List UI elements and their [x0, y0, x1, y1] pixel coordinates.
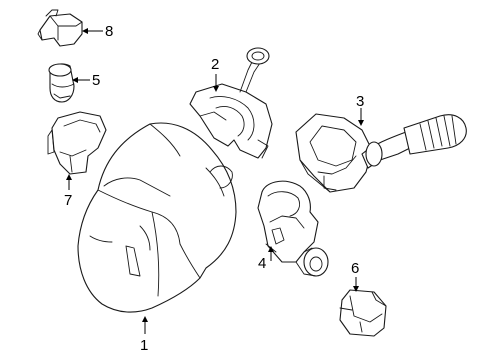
callout-1: 1 — [140, 337, 148, 354]
leader-8 — [82, 28, 103, 34]
callout-4: 4 — [258, 255, 266, 272]
callout-7: 7 — [64, 192, 72, 209]
part-3-multifunction-switch — [295, 113, 467, 193]
part-5-lock-cylinder — [48, 63, 75, 103]
part-2-clockspring — [189, 47, 273, 159]
leader-6 — [353, 277, 359, 292]
callout-6: 6 — [351, 260, 359, 277]
leader-4 — [268, 246, 274, 261]
part-1-column-shroud — [77, 122, 237, 313]
leader-2 — [213, 74, 219, 92]
part-7-bracket — [47, 111, 107, 175]
part-4-lock-housing — [257, 180, 329, 277]
callout-8: 8 — [105, 23, 113, 40]
callout-3: 3 — [356, 93, 364, 110]
leader-7 — [66, 174, 72, 190]
part-8-connector — [37, 9, 83, 47]
leader-5 — [72, 77, 90, 83]
callout-2: 2 — [211, 56, 219, 73]
leader-3 — [358, 108, 364, 126]
part-6-key-housing — [339, 289, 387, 337]
callout-5: 5 — [92, 72, 100, 89]
leader-1 — [142, 316, 148, 334]
